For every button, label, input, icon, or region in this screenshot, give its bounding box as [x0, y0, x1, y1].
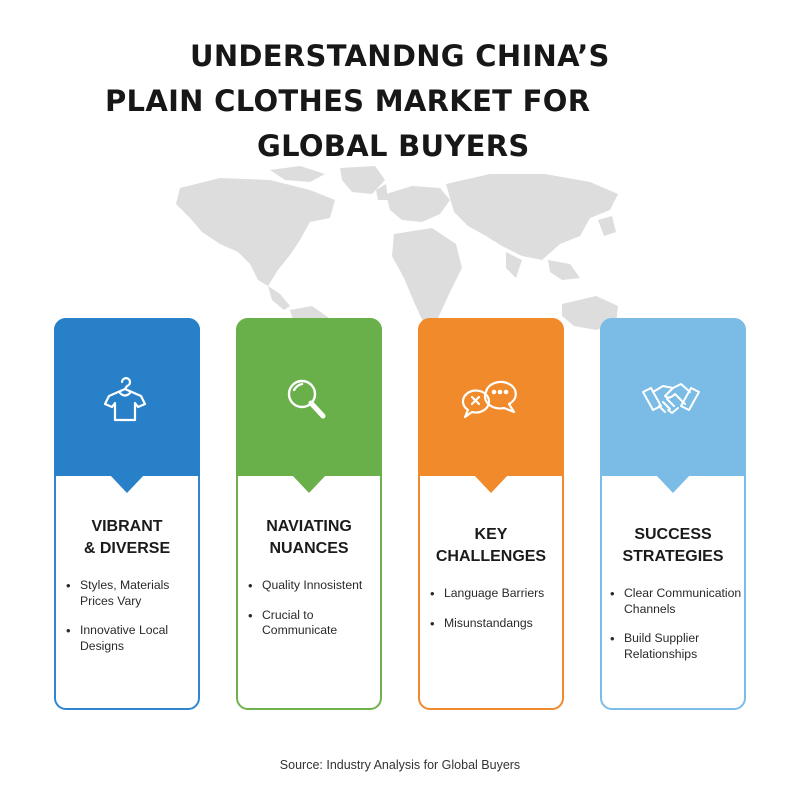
bullet-list: Styles, Materials Prices Vary Innovative… — [66, 578, 202, 668]
card-header — [54, 318, 200, 476]
title-line-2: PLAIN CLOTHES MARKET FOR — [105, 84, 591, 118]
bullet-list: Language Barriers Misunstandangs — [430, 586, 566, 645]
list-item: Misunstandangs — [430, 616, 566, 632]
list-item: Quality Innosistent — [248, 578, 384, 594]
source-caption: Source: Industry Analysis for Global Buy… — [279, 758, 521, 772]
chat-bubbles-icon — [461, 380, 517, 419]
card-vibrant-diverse: VIBRANT & DIVERSE Styles, Materials Pric… — [54, 318, 200, 710]
card-success-strategies: SUCCESS STRATEGIES Clear Communication C… — [600, 318, 746, 710]
card-header — [418, 318, 564, 476]
bullet-list: Clear Communication Channels Build Suppl… — [610, 586, 750, 676]
list-item: Build Supplier Relationships — [610, 631, 750, 662]
list-item: Crucial to Communicate — [248, 608, 384, 639]
card-key-challenges: KEY CHALLENGES Language Barriers Misunst… — [418, 318, 564, 710]
world-map-illustration — [176, 166, 618, 360]
card-heading: NAVIATING NUANCES — [266, 518, 352, 557]
card-header — [236, 318, 382, 476]
handshake-icon — [642, 383, 700, 414]
card-heading: KEY CHALLENGES — [435, 526, 547, 565]
magnifying-glass-icon — [287, 379, 326, 419]
title-line-1: UNDERSTANDNG CHINA’S — [190, 39, 610, 73]
card-heading: VIBRANT & DIVERSE — [83, 518, 171, 557]
t-shirt-hanger-icon — [103, 377, 147, 422]
list-item: Innovative Local Designs — [66, 623, 202, 654]
card-heading: SUCCESS STRATEGIES — [622, 526, 724, 565]
list-item: Language Barriers — [430, 586, 566, 602]
list-item: Clear Communication Channels — [610, 586, 750, 617]
bullet-list: Quality Innosistent Crucial to Communica… — [248, 578, 384, 653]
card-naviating-nuances: NAVIATING NUANCES Quality Innosistent Cr… — [236, 318, 382, 710]
title-line-3: GLOBAL BUYERS — [257, 129, 530, 163]
card-header — [600, 318, 746, 476]
list-item: Styles, Materials Prices Vary — [66, 578, 202, 609]
